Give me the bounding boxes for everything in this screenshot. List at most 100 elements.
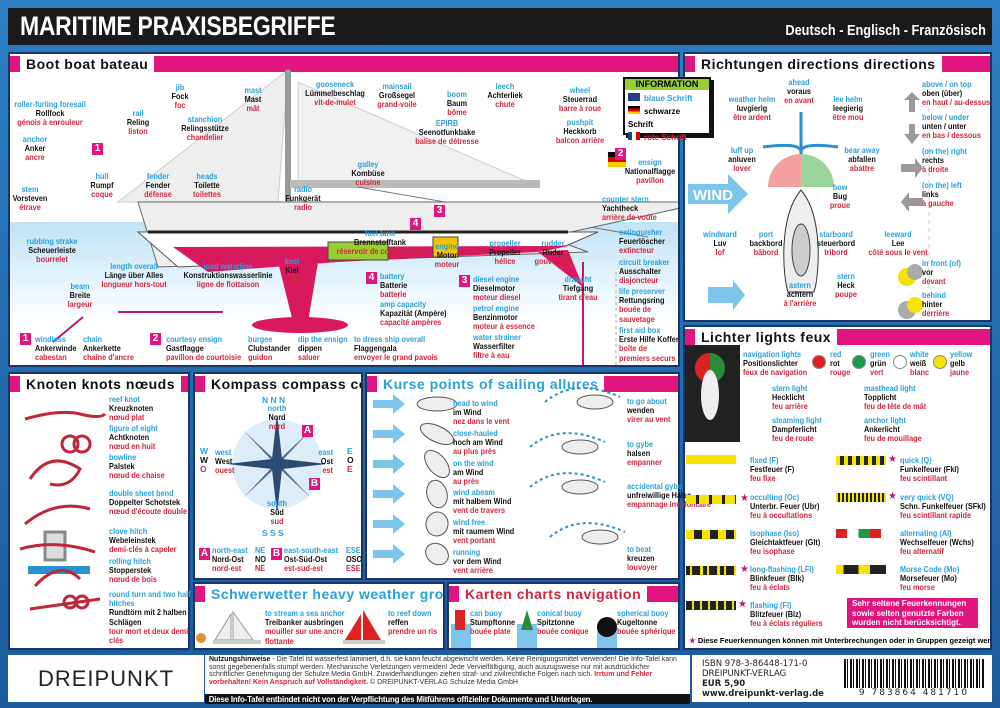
term-fr: cabestan xyxy=(35,352,67,363)
term-de: Spitztonne xyxy=(537,617,575,628)
term-de: Kreuzknoten xyxy=(109,403,154,414)
heavy-weather-panel: Schwerwetter heavy weather gros temps xyxy=(193,582,445,650)
term-fr: balcon arrière xyxy=(555,135,605,146)
term-en: flashing (Fl) xyxy=(750,600,792,610)
term-de: Rumpf xyxy=(90,180,114,191)
boat-icon xyxy=(424,449,450,479)
badge-3: 3 xyxy=(434,205,445,217)
term-de: leegierig xyxy=(832,103,864,114)
disclaimer-bar: Diese Info-Tafel entbindet nicht von der… xyxy=(205,694,690,704)
term-fr: défense xyxy=(144,189,172,200)
term-en: battery xyxy=(380,271,405,281)
term-de: Mast xyxy=(244,94,262,105)
term-fr: virer au vent xyxy=(627,414,671,425)
term-fr: bouée de sauvetage xyxy=(619,304,655,324)
wind-arrow-icon xyxy=(373,544,405,564)
term-en: starboard xyxy=(819,229,853,239)
term-en: fixed (F) xyxy=(750,455,779,465)
badge-2: 2 xyxy=(615,148,626,160)
term-fr: chandelier xyxy=(186,132,224,143)
usage-notes: Nutzungshinweise - Die Tafel ist wasserf… xyxy=(205,655,690,694)
term-de: Stopperstek xyxy=(109,565,152,576)
information-legend: INFORMATION blaue Schrift schwarze Schri… xyxy=(623,77,711,142)
term-en: reef knot xyxy=(109,394,140,404)
term-de: Dieselmotor xyxy=(473,283,516,294)
term-fr: réservoir de combustible xyxy=(336,246,424,257)
term-en: below / under xyxy=(922,112,970,122)
term-fr: hélice xyxy=(494,256,516,267)
term-de: Toilette xyxy=(194,180,220,191)
lights-term-isophase-iso: isophase (Iso)Gleichtaktfeuer (Glt)feu i… xyxy=(750,528,820,557)
term-fr: feu scintillant rapide xyxy=(900,510,972,521)
boat-panel-title: Boot boat bateau xyxy=(20,56,155,72)
term-de: Kombüse xyxy=(351,168,385,179)
term-en: jib xyxy=(175,82,185,92)
term-fr: tirant d'eau xyxy=(558,292,598,303)
term-fr: feu scintillant xyxy=(900,473,948,484)
term-fr: quille xyxy=(282,274,302,285)
term-fr: à gauche xyxy=(922,198,954,209)
term-de: Länge über Alles xyxy=(104,270,164,281)
star-icon: ★ xyxy=(888,491,897,502)
term-de: Blinkfeuer (Blk) xyxy=(750,573,805,584)
term-fr: derrière xyxy=(922,308,950,319)
dreipunkt-logo: DREIPUNKT xyxy=(8,655,204,702)
boat-icon xyxy=(426,479,448,509)
term-en: beam xyxy=(70,281,90,291)
term-de: Blitzfeuer (Blz) xyxy=(750,609,802,620)
term-fr: proue xyxy=(829,200,851,211)
course-arrow-icon xyxy=(529,472,606,488)
term-fr: en bas / dessous xyxy=(922,130,981,141)
term-en: green xyxy=(870,349,890,359)
badge-4-legend: 4 xyxy=(366,272,377,284)
uk-flag-icon xyxy=(628,93,640,101)
navigation-lights-image xyxy=(685,345,740,442)
light-characteristic-bar xyxy=(836,529,886,538)
compass-panel: Kompass compass compas N N N S S S WWO E… xyxy=(193,372,363,580)
wind-arrow-icon xyxy=(373,394,405,414)
term-fr: demi-clés à capeler xyxy=(109,544,177,555)
knots-panel-title: Knoten knots nœuds xyxy=(20,376,181,392)
term-de: Brennstofftank xyxy=(353,237,406,248)
term-fr: sud xyxy=(270,516,284,527)
term-de: Steuerrad xyxy=(562,94,598,105)
heavy-weather-illustration xyxy=(196,610,385,644)
badge-b-legend: B xyxy=(271,548,282,560)
term-de: am Wind xyxy=(453,467,484,478)
term-en: EPIRB xyxy=(435,118,459,128)
term-en: bear away xyxy=(844,145,880,155)
term-de: Ankerkette xyxy=(83,343,121,354)
term-de: Unterbr. Feuer (Ubr) xyxy=(750,501,820,512)
term-de: Luv xyxy=(713,238,727,249)
term-fr: abattre xyxy=(849,163,875,174)
term-de: Feuerlöscher xyxy=(619,236,665,247)
term-en: pushpit xyxy=(566,117,594,127)
term-de: Heck xyxy=(837,280,855,291)
term-en: long-flashing (LFl) xyxy=(750,564,814,574)
term-en: lee helm xyxy=(833,94,863,104)
website-link[interactable]: www.dreipunkt-verlag.de xyxy=(702,689,824,699)
lights-term-long-flashing-lfl: long-flashing (LFl)Blinkfeuer (Blk)feu à… xyxy=(750,564,814,593)
star-icon: ★ xyxy=(740,564,749,575)
term-en: to gybe xyxy=(627,439,654,449)
term-en: rubbing strake xyxy=(26,236,78,246)
